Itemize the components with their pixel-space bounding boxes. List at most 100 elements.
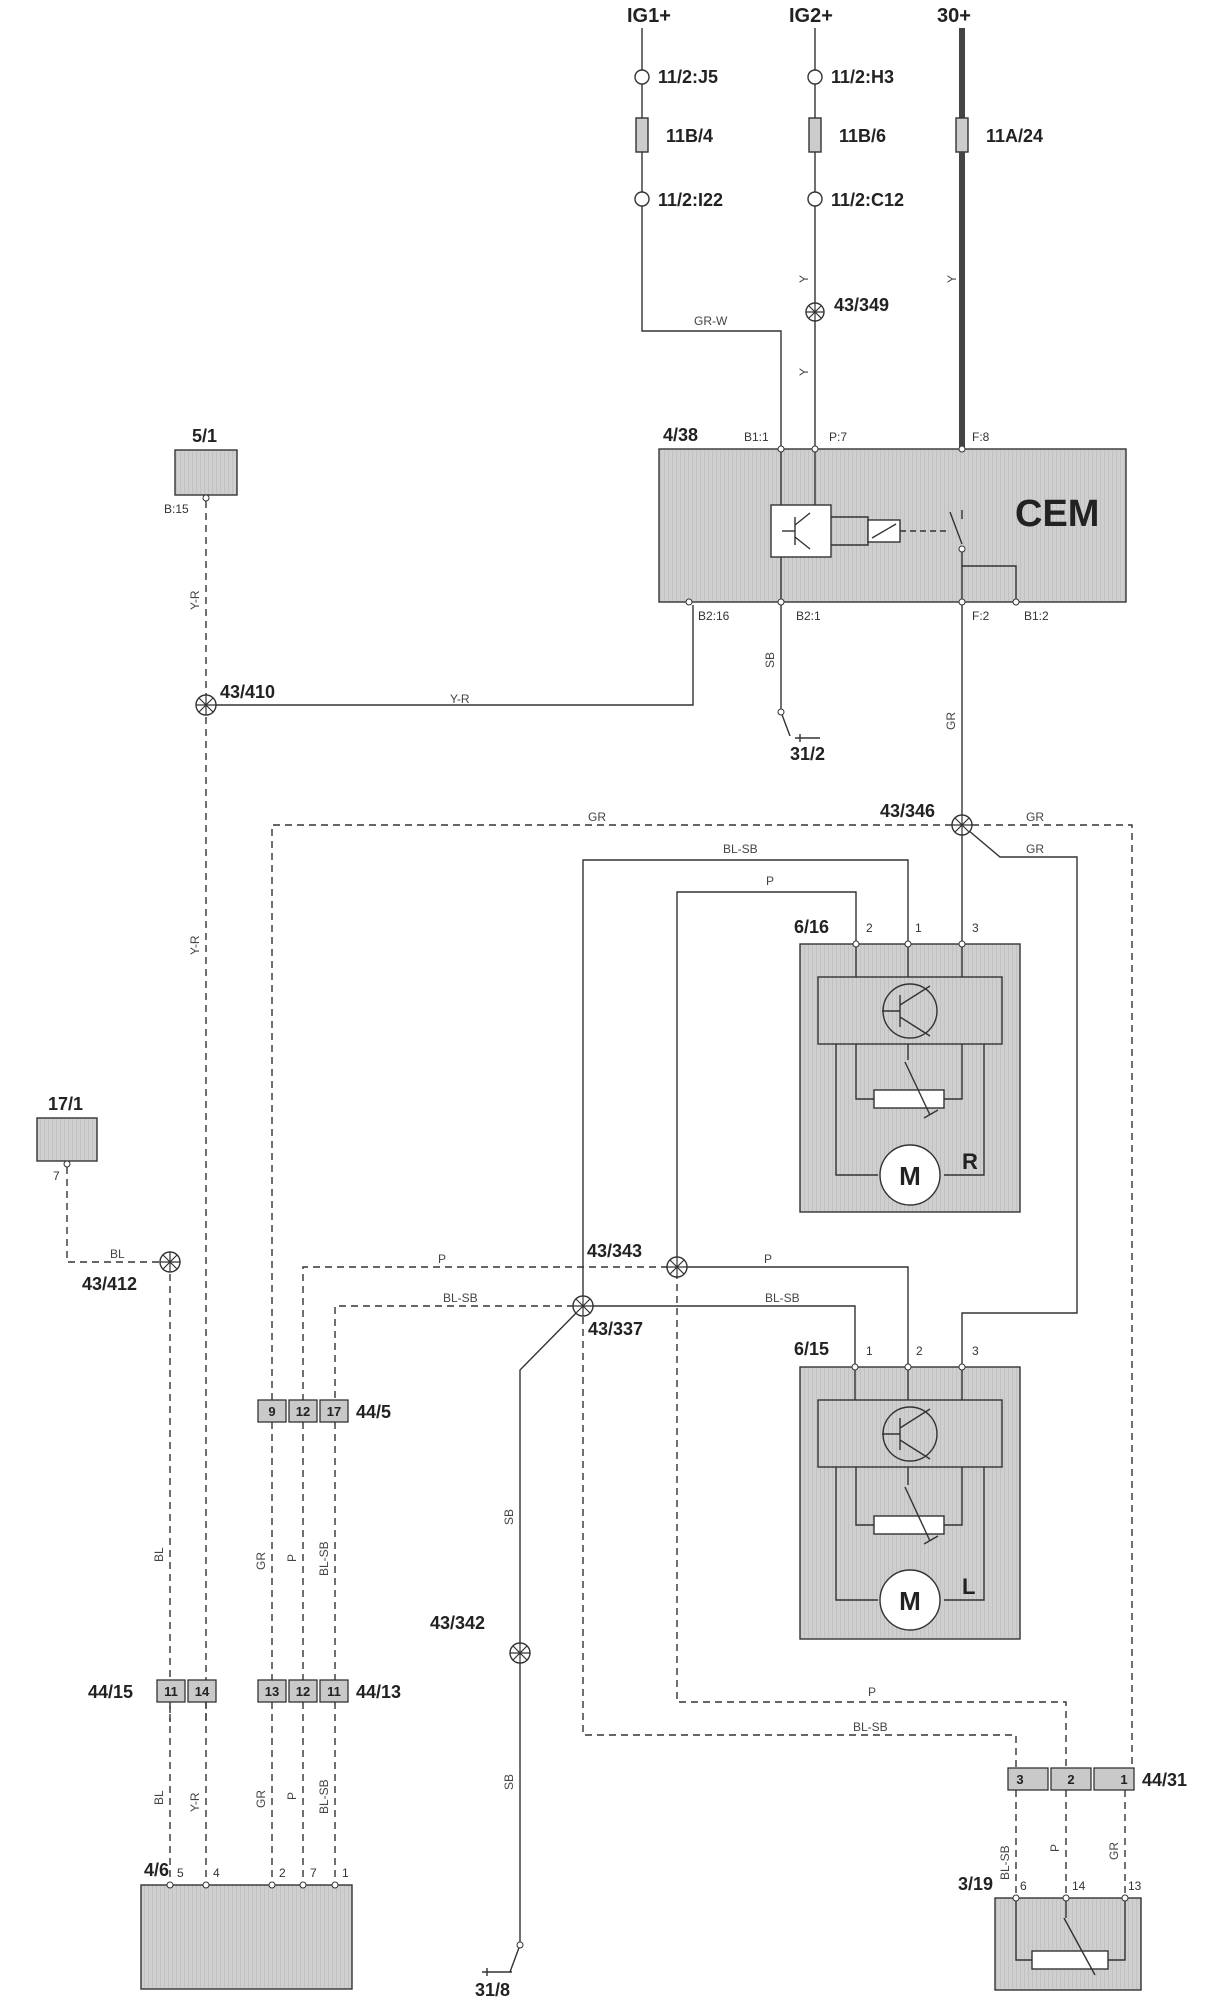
wire-color-blsb-upper: BL-SB: [723, 842, 758, 856]
wire-color-p-left: P: [438, 1252, 446, 1266]
ig2-fuse: 11B/6: [839, 126, 886, 146]
component-5-1-ref: 5/1: [192, 426, 217, 446]
component-3-19-pin-2: 14: [1072, 1879, 1086, 1893]
motor-6-15-side: L: [962, 1574, 975, 1599]
wire-color-y-ig2b: Y: [797, 368, 811, 376]
splice-43-337-mark: [572, 1295, 594, 1317]
splice-43-342: 43/342: [430, 1613, 485, 1633]
splice-43-346: 43/346: [880, 801, 935, 821]
wire-color-blsb-44-31: BL-SB: [998, 1845, 1012, 1880]
cem-pin-b12: B1:2: [1024, 609, 1049, 623]
wire-color-blsb-v3: BL-SB: [317, 1779, 331, 1814]
component-3-19-ref: 3/19: [958, 1874, 993, 1894]
cem-pin-b216: B2:16: [698, 609, 730, 623]
wire-y-r: [205, 501, 694, 1722]
motor-6-16-ref: 6/16: [794, 917, 829, 937]
wire-color-p-upper: P: [766, 874, 774, 888]
ground-31-2: 31/2: [790, 744, 825, 764]
component-3-19: [994, 1897, 1142, 1991]
motor-6-16-pin-b: 1: [915, 921, 922, 935]
ig2-feed: [805, 28, 825, 446]
wire-color-sb-1: SB: [502, 1509, 516, 1525]
ig1-top-point: 11/2:J5: [658, 67, 718, 87]
splice-43-343: 43/343: [587, 1241, 642, 1261]
wire-bl: [66, 1167, 171, 1722]
connector-44-13-ref: 44/13: [356, 1682, 401, 1702]
wire-color-yr-v2: Y-R: [188, 935, 202, 955]
ig1-fuse: 11B/4: [666, 126, 713, 146]
motor-6-16-m: M: [899, 1161, 921, 1191]
wire-color-yr-h: Y-R: [450, 692, 470, 706]
component-4-6: [140, 1884, 353, 1990]
motor-6-15-pin-b: 2: [916, 1344, 923, 1358]
wire-color-gr-motor: GR: [1026, 842, 1044, 856]
connector-44-5-cell-3: 17: [327, 1404, 341, 1419]
wire-p-upper: [302, 891, 1067, 1768]
b30-label: 30+: [937, 5, 971, 27]
wire-color-gr-v3: GR: [254, 1790, 268, 1808]
component-4-6-pin-1: 5: [177, 1866, 184, 1880]
b30-fuse: 11A/24: [986, 126, 1043, 146]
wire-color-bl-h: BL: [110, 1247, 125, 1261]
splice-43-337: 43/337: [588, 1319, 643, 1339]
component-4-6-pin-2: 4: [213, 1866, 220, 1880]
wire-color-bl-v2: BL: [152, 1790, 166, 1805]
connector-44-31-cell-3: 1: [1120, 1772, 1127, 1787]
ig2-top-point: 11/2:H3: [831, 67, 894, 87]
wire-color-blsb-bottom: BL-SB: [853, 1720, 888, 1734]
connector-44-5: [257, 1399, 349, 1700]
wire-color-p-v3: P: [285, 1792, 299, 1800]
motor-6-15-internal: [817, 1363, 1003, 1631]
splice-43-349: 43/349: [834, 295, 889, 315]
component-5-1-pin: B:15: [164, 502, 189, 516]
motor-6-15-pin-a: 1: [866, 1344, 873, 1358]
ig1-label: IG1+: [627, 5, 671, 27]
connector-44-15-cell-2: 14: [195, 1684, 210, 1699]
splice-43-346-mark: [951, 814, 973, 836]
motor-6-16-internal: [817, 940, 1003, 1206]
component-4-6-ref: 4/6: [144, 1860, 169, 1880]
wire-color-sb-2: SB: [502, 1774, 516, 1790]
wire-color-yr-v3: Y-R: [188, 1792, 202, 1812]
connector-44-5-cell-1: 9: [268, 1404, 275, 1419]
wire-color-gr-44-5: GR: [254, 1552, 268, 1570]
cem-pin-b21: B2:1: [796, 609, 821, 623]
connector-44-5-cell-2: 12: [296, 1404, 310, 1419]
wire-color-gr-cem: GR: [944, 712, 958, 730]
cem-pin-p7: P:7: [829, 430, 847, 444]
motor-6-15-pin-c: 3: [972, 1344, 979, 1358]
component-3-19-pin-3: 13: [1128, 1879, 1142, 1893]
ground-31-8: 31/8: [475, 1980, 510, 2000]
connector-44-31-cell-2: 2: [1067, 1772, 1074, 1787]
wire-color-bl-v1: BL: [152, 1547, 166, 1562]
splice-43-410: 43/410: [220, 682, 275, 702]
wire-color-blsb-left: BL-SB: [443, 1291, 478, 1305]
wire-color-gr-44-31: GR: [1107, 1842, 1121, 1860]
component-17-1-ref: 17/1: [48, 1094, 83, 1114]
component-17-1: [36, 1117, 98, 1162]
component-3-19-internal: [1012, 1894, 1129, 1976]
connector-44-13-cell-3: 11: [327, 1684, 341, 1699]
motor-6-15-m: M: [899, 1586, 921, 1616]
connector-44-15: [156, 1679, 217, 1703]
wire-color-sb-cem: SB: [763, 652, 777, 668]
wire-color-gr-right: GR: [1026, 810, 1044, 824]
wire-color-p-bottom: P: [868, 1685, 876, 1699]
component-5-1: [174, 449, 238, 496]
connector-44-31-cell-1: 3: [1016, 1772, 1023, 1787]
cem-ref: 4/38: [663, 425, 698, 445]
motor-6-16-side: R: [962, 1149, 978, 1174]
splice-43-410-mark: [195, 694, 217, 716]
wire-color-y-30: Y: [945, 275, 959, 283]
ig2-label: IG2+: [789, 5, 833, 27]
wire-color-grw: GR-W: [694, 314, 728, 328]
connector-44-15-cell-1: 11: [164, 1684, 178, 1699]
connector-44-13: [257, 1679, 349, 1703]
wires-to-4-6: [169, 1702, 336, 1882]
cem-name: CEM: [1015, 493, 1099, 535]
motor-6-16-pin-c: 3: [972, 921, 979, 935]
splice-43-412-mark: [159, 1251, 181, 1273]
motor-6-16-pin-a: 2: [866, 921, 873, 935]
wire-color-blsb-44-5: BL-SB: [317, 1541, 331, 1576]
